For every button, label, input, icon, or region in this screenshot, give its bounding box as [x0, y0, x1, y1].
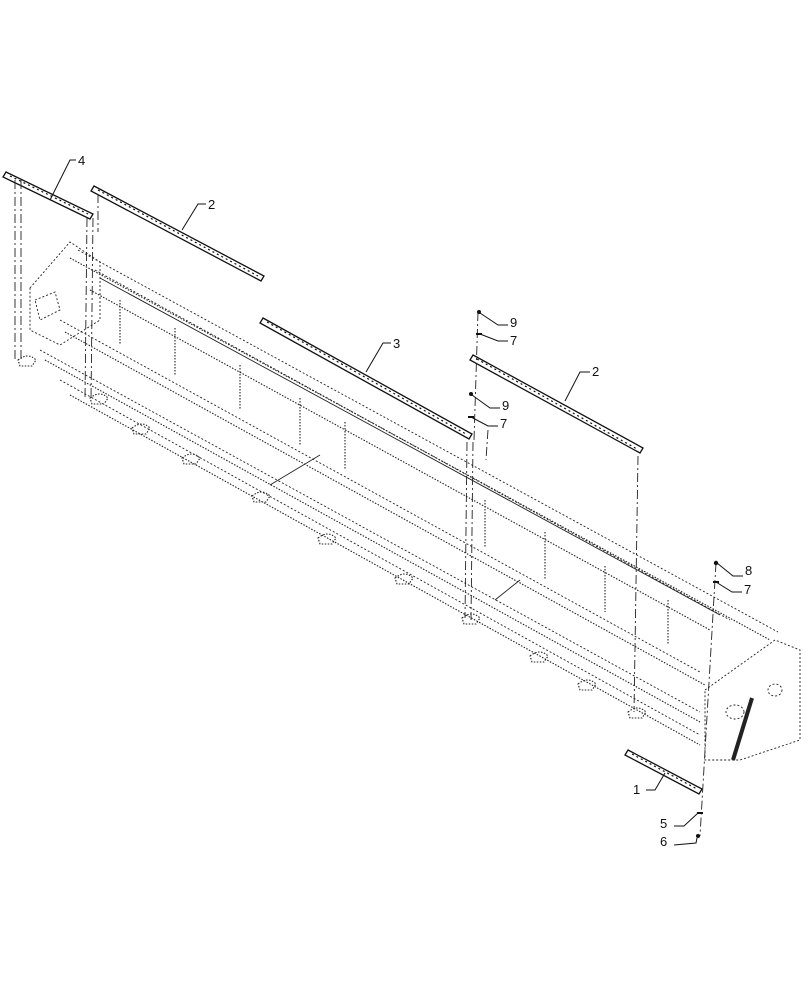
- callout-9a: 9: [479, 312, 517, 330]
- svg-text:1: 1: [633, 782, 640, 797]
- callout-2b: 2: [564, 364, 599, 402]
- svg-text:4: 4: [78, 153, 85, 168]
- header-frame: [29, 241, 801, 761]
- callout-3: 3: [365, 336, 400, 373]
- svg-text:9: 9: [510, 315, 517, 330]
- callout-2a: 2: [181, 197, 215, 231]
- callout-9b: 9: [471, 394, 509, 413]
- svg-text:3: 3: [393, 336, 400, 351]
- svg-text:7: 7: [744, 582, 751, 597]
- wear-strip-3[interactable]: [259, 317, 473, 440]
- svg-text:9: 9: [502, 398, 509, 413]
- svg-text:8: 8: [745, 563, 752, 578]
- callout-8: 8: [716, 562, 752, 578]
- skid-shoes: [17, 355, 647, 719]
- svg-text:5: 5: [660, 816, 667, 831]
- svg-text:2: 2: [208, 197, 215, 212]
- callout-7a: 7: [479, 333, 517, 348]
- callout-1: 1: [633, 772, 666, 797]
- callout-7b: 7: [470, 416, 507, 431]
- callout-5: 5: [660, 812, 699, 831]
- callout-4: 4: [49, 153, 85, 201]
- svg-text:2: 2: [592, 364, 599, 379]
- hardware: [468, 310, 719, 838]
- wear-strip-2-upper-right[interactable]: [469, 354, 644, 454]
- svg-text:6: 6: [660, 834, 667, 849]
- svg-text:7: 7: [510, 333, 517, 348]
- callout-7c: 7: [715, 581, 751, 597]
- wear-strip-1[interactable]: [624, 749, 703, 795]
- callout-6: 6: [660, 834, 698, 849]
- svg-text:7: 7: [500, 416, 507, 431]
- wear-strip-2-upper-left[interactable]: [90, 185, 265, 282]
- wear-strip-4[interactable]: [2, 171, 94, 220]
- alignment-lines: [14, 180, 717, 837]
